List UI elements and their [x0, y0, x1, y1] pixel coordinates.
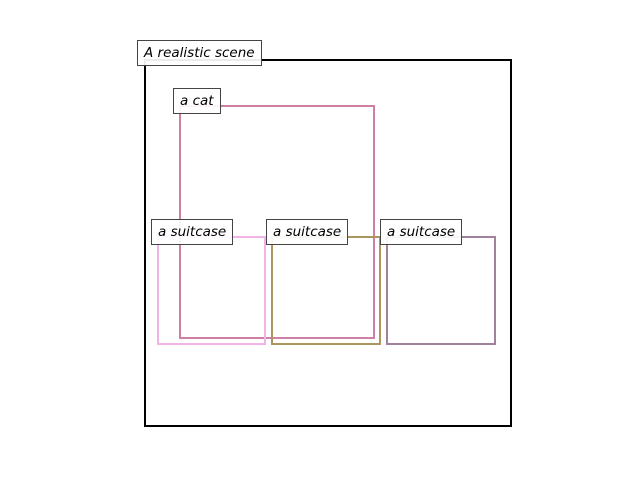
suitcase-1-bounding-box	[157, 236, 266, 345]
scene-label: A realistic scene	[137, 40, 262, 66]
cat-label: a cat	[173, 88, 221, 114]
scene-frame	[144, 59, 512, 427]
suitcase-3-bounding-box	[386, 236, 496, 345]
suitcase-2-bounding-box	[271, 236, 381, 345]
suitcase-2-label: a suitcase	[266, 219, 349, 245]
suitcase-3-label: a suitcase	[380, 219, 463, 245]
suitcase-1-label: a suitcase	[151, 219, 234, 245]
